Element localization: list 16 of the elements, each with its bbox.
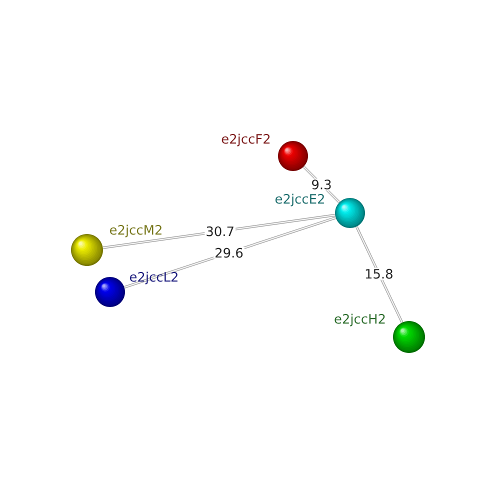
sphere [71, 234, 103, 266]
node-label: e2jccH2 [334, 314, 385, 326]
node-label: e2jccL2 [130, 272, 178, 284]
edge-line [302, 166, 340, 204]
sphere [278, 141, 308, 171]
node-label: e2jccF2 [222, 134, 270, 146]
edge-label: 30.7 [204, 225, 236, 238]
edge-label: 9.3 [310, 178, 333, 190]
sphere [335, 198, 365, 228]
sphere [393, 321, 425, 353]
edge-label: 15.8 [364, 268, 394, 280]
node-label: e2jccE2 [276, 194, 324, 206]
edge-label: 29.6 [214, 246, 244, 259]
node-label: e2jccM2 [110, 224, 162, 238]
edge-line [355, 226, 404, 323]
sphere [95, 277, 125, 307]
